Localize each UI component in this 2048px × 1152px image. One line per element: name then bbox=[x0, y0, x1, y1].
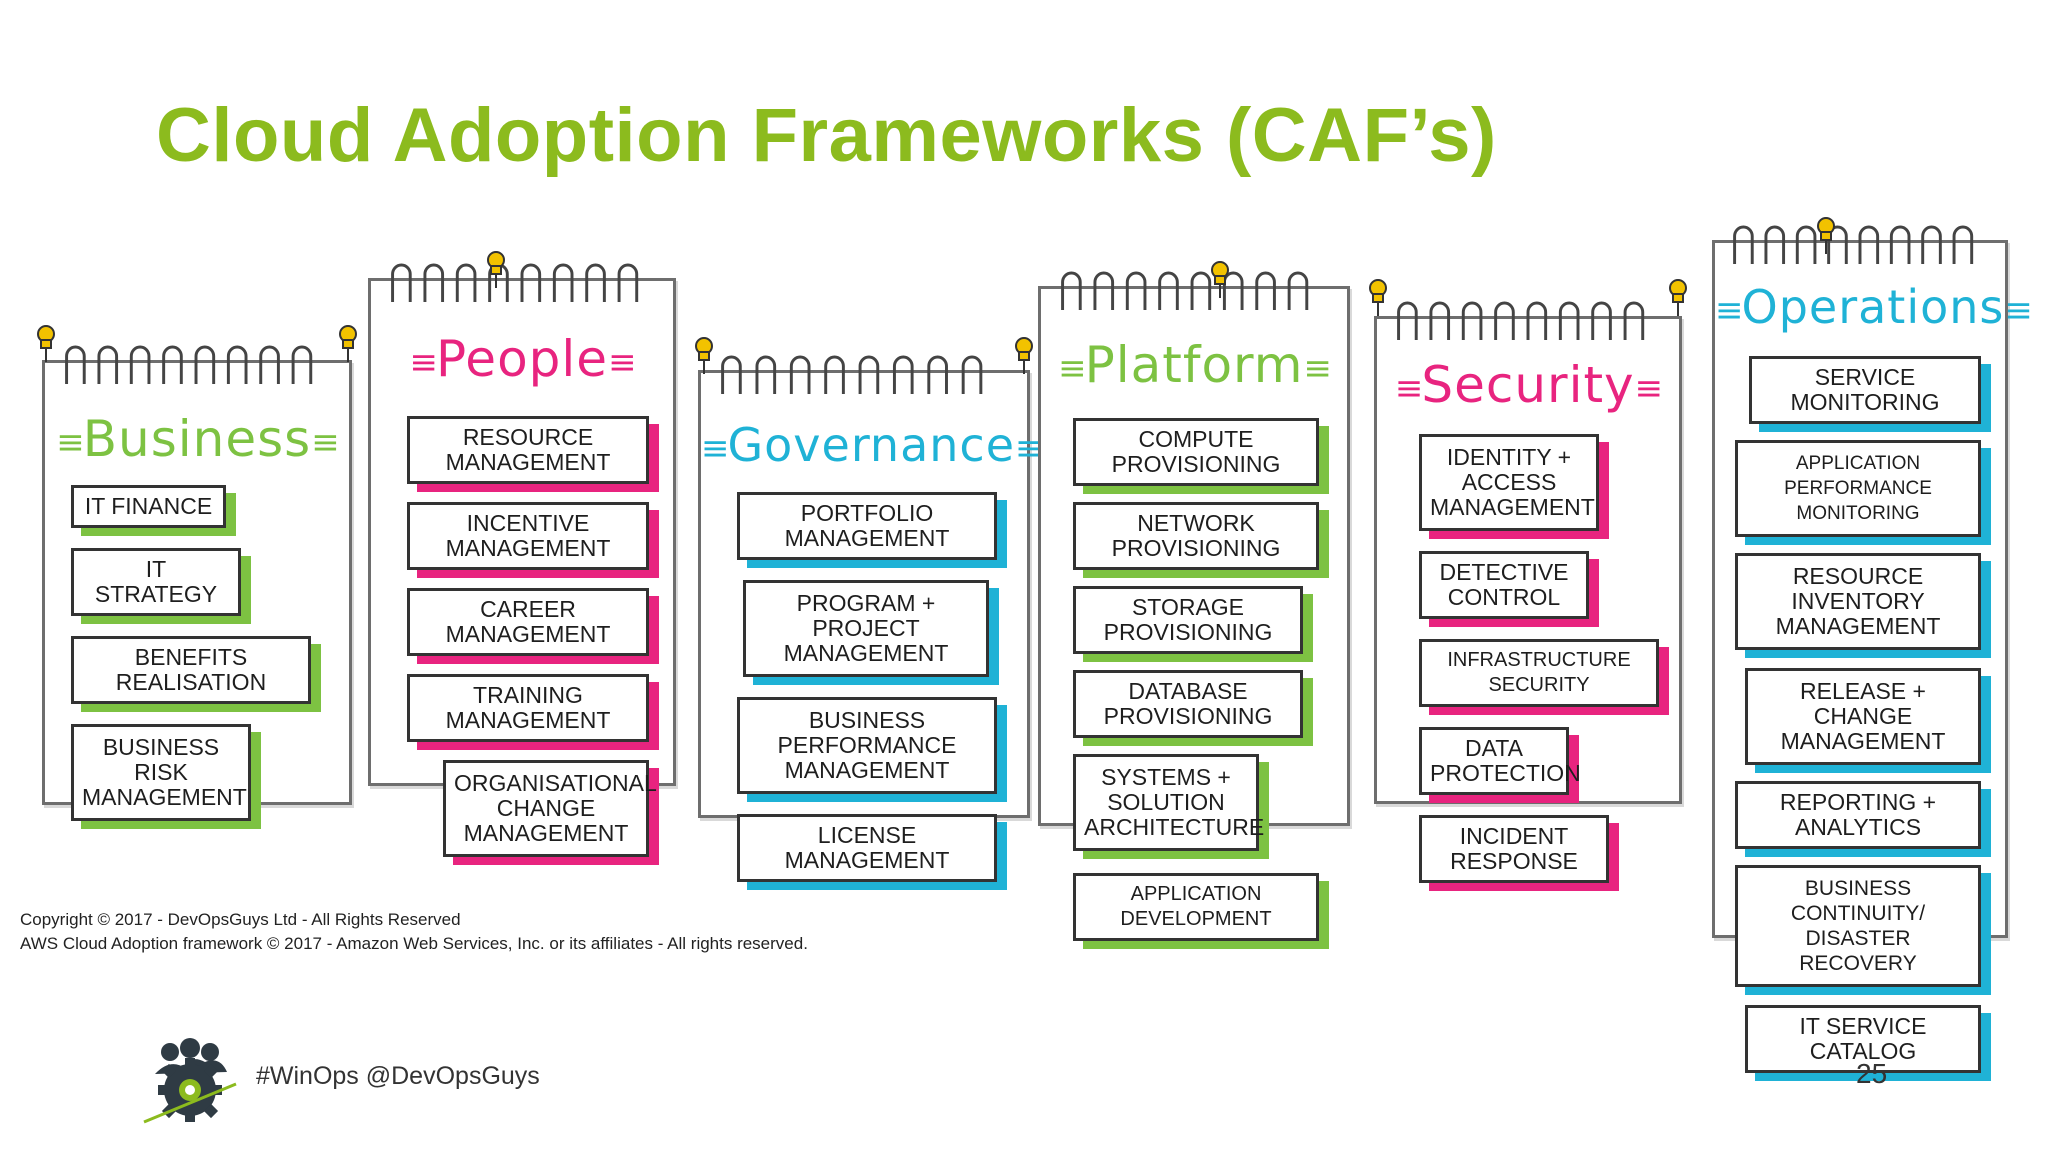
card-title-security: ≡Security≡ bbox=[1394, 356, 1663, 414]
item-network-provisioning: Network Provisioning bbox=[1073, 502, 1319, 570]
item-organisational-change-management: Organisational Change Management bbox=[443, 760, 657, 857]
copyright-line: Copyright © 2017 - DevOpsGuys Ltd - All … bbox=[20, 910, 461, 929]
item-training-management: Training Management bbox=[407, 674, 649, 742]
item-it-strategy: IT Strategy bbox=[71, 548, 241, 616]
pushpin-icon bbox=[335, 324, 361, 364]
item-incentive-management: Incentive Management bbox=[407, 502, 649, 570]
pushpin-icon bbox=[691, 336, 717, 376]
card-platform: ≡Platform≡ Compute Provisioning Network … bbox=[1038, 261, 1350, 941]
item-it-service-catalog: IT Service Catalog bbox=[1745, 1005, 1981, 1073]
card-title-governance: ≡Governance≡ bbox=[701, 418, 1043, 472]
item-infrastructure-security: Infrastructure Security bbox=[1419, 639, 1659, 707]
slide-title: Cloud Adoption Frameworks (CAF’s) bbox=[156, 93, 1497, 178]
spiral-binding bbox=[701, 348, 1027, 400]
pushpin-icon bbox=[1813, 216, 1839, 256]
item-program-project-management: Program + Project Management bbox=[743, 580, 989, 677]
item-service-monitoring: Service Monitoring bbox=[1749, 356, 1981, 424]
card-business: ≡Business≡ IT Finance IT Strategy Benefi… bbox=[37, 325, 357, 821]
item-portfolio-management: Portfolio Management bbox=[737, 492, 997, 560]
page-number: 25 bbox=[1856, 1058, 1888, 1089]
pushpin-icon bbox=[1665, 278, 1691, 318]
item-application-development: Application Development bbox=[1073, 873, 1319, 941]
item-identity-access-management: Identity + Access Management bbox=[1419, 434, 1599, 531]
devopsguys-gear-logo-icon bbox=[140, 1034, 240, 1124]
card-title-operations: ≡Operations≡ bbox=[1715, 280, 2033, 334]
spiral-binding bbox=[1715, 218, 2005, 270]
copyright-line: AWS Cloud Adoption framework © 2017 - Am… bbox=[20, 934, 808, 953]
item-application-performance-monitoring: Application Performance Monitoring bbox=[1735, 440, 1981, 537]
card-operations: ≡Operations≡ Service Monitoring Applicat… bbox=[1712, 217, 2033, 1073]
spiral-binding bbox=[45, 338, 349, 390]
item-reporting-analytics: Reporting + Analytics bbox=[1735, 781, 1981, 849]
item-business-risk-management: Business Risk Management bbox=[71, 724, 251, 821]
item-it-finance: IT Finance bbox=[71, 485, 226, 528]
card-people: ≡People≡ Resource Management Incentive M… bbox=[368, 251, 676, 857]
spiral-binding bbox=[1377, 294, 1679, 346]
item-systems-solution-architecture: Systems + Solution Architecture bbox=[1073, 754, 1264, 851]
item-business-performance-management: Business Performance Management bbox=[737, 697, 997, 794]
item-database-provisioning: Database Provisioning bbox=[1073, 670, 1303, 738]
item-license-management: License Management bbox=[737, 814, 997, 882]
item-release-change-management: Release + Change Management bbox=[1745, 668, 1981, 765]
pushpin-icon bbox=[483, 250, 509, 290]
item-storage-provisioning: Storage Provisioning bbox=[1073, 586, 1303, 654]
item-resource-management: Resource Management bbox=[407, 416, 649, 484]
item-detective-control: Detective Control bbox=[1419, 551, 1589, 619]
item-business-continuity-disaster-recovery: Business Continuity/ Disaster Recovery bbox=[1735, 865, 1981, 987]
item-incident-response: Incident Response bbox=[1419, 815, 1609, 883]
card-title-platform: ≡Platform≡ bbox=[1058, 336, 1332, 394]
copyright-notice: Copyright © 2017 - DevOpsGuys Ltd - All … bbox=[20, 908, 808, 956]
spiral-binding bbox=[371, 256, 673, 308]
card-title-business: ≡Business≡ bbox=[56, 410, 339, 468]
item-career-management: Career Management bbox=[407, 588, 649, 656]
pushpin-icon bbox=[1011, 336, 1037, 376]
item-resource-inventory-management: Resource Inventory Management bbox=[1735, 553, 1981, 650]
spiral-binding bbox=[1041, 264, 1347, 316]
card-security: ≡Security≡ Identity + Access Management … bbox=[1369, 279, 1687, 883]
footer-tagline: #WinOps @DevOpsGuys bbox=[256, 1062, 540, 1090]
pushpin-icon bbox=[1207, 260, 1233, 300]
card-title-people: ≡People≡ bbox=[409, 330, 636, 388]
item-benefits-realisation: Benefits Realisation bbox=[71, 636, 311, 704]
item-compute-provisioning: Compute Provisioning bbox=[1073, 418, 1319, 486]
pushpin-icon bbox=[33, 324, 59, 364]
item-data-protection: Data Protection bbox=[1419, 727, 1581, 795]
pushpin-icon bbox=[1365, 278, 1391, 318]
card-governance: ≡Governance≡ Portfolio Management Progra… bbox=[695, 337, 1043, 882]
